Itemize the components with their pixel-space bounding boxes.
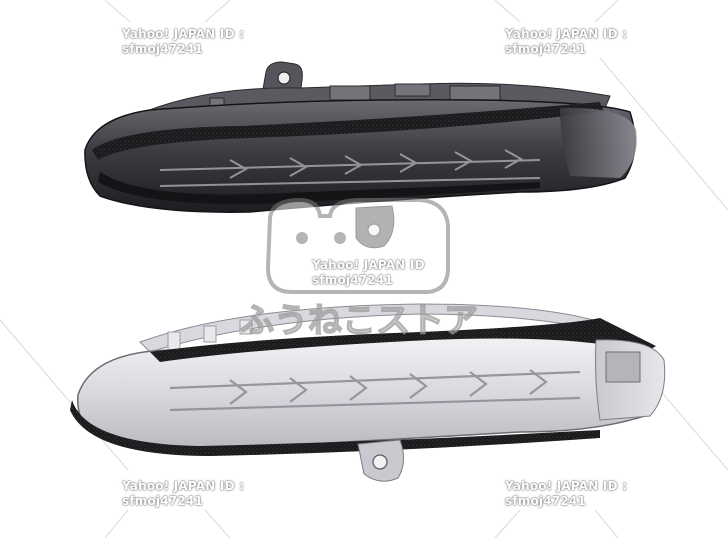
watermark-line1: Yahoo! JAPAN ID [312,258,425,272]
watermark-line1: Yahoo! JAPAN ID : [122,479,245,493]
smoked-lens [84,61,637,249]
watermark-line1: Yahoo! JAPAN ID : [505,479,628,493]
watermark-top-left: Yahoo! JAPAN ID : sfmoj47241 [122,27,244,57]
watermark-line1: Yahoo! JAPAN ID : [122,27,245,41]
watermark-line2: sfmoj47241 [505,42,586,56]
watermark-line2: sfmoj47241 [122,494,203,508]
watermark-top-right: Yahoo! JAPAN ID : sfmoj47241 [505,27,627,57]
store-logo-text: ふうねこストア [240,301,478,341]
smoked-chevrons [159,149,541,187]
watermark-line2: sfmoj47241 [505,494,586,508]
clear-lens [70,303,666,482]
watermark-line2: sfmoj47241 [122,42,203,56]
store-logo-watermark [265,197,450,294]
watermark-line2: sfmoj47241 [312,273,393,287]
watermark-center: Yahoo! JAPAN ID sfmoj47241 [312,258,425,288]
watermark-bottom-left: Yahoo! JAPAN ID : sfmoj47241 [122,479,244,509]
clear-chevrons [169,369,581,412]
watermark-bottom-right: Yahoo! JAPAN ID : sfmoj47241 [505,479,627,509]
watermark-line1: Yahoo! JAPAN ID : [505,27,628,41]
